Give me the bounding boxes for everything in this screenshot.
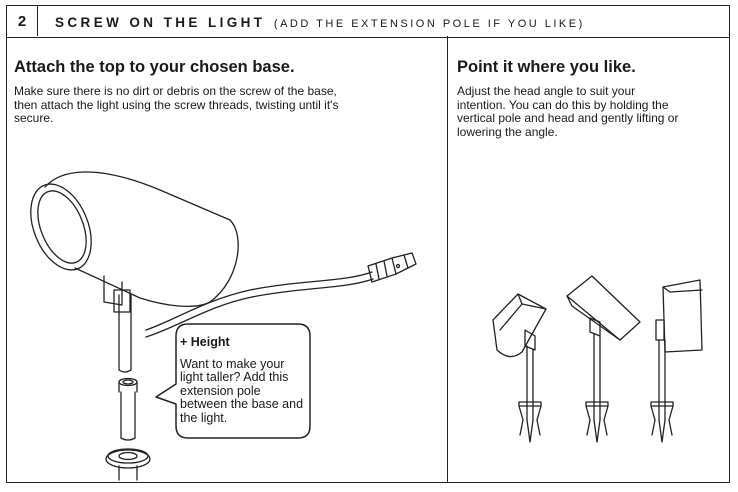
angle-position-3-illustration (650, 279, 703, 443)
instruction-frame: 2 SCREW ON THE LIGHT (ADD THE EXTENSION … (6, 5, 730, 483)
attach-description: Make sure there is no dirt or debris on … (14, 84, 339, 125)
cable-connector-icon (367, 252, 417, 283)
height-callout-body: Want to make your light taller? Add this… (180, 356, 304, 425)
height-callout: + Height Want to make your light taller?… (180, 335, 305, 426)
height-callout-title: + Height (180, 335, 230, 349)
attach-heading: Attach the top to your chosen base. (14, 58, 295, 76)
step-header: 2 SCREW ON THE LIGHT (ADD THE EXTENSION … (7, 6, 729, 38)
step-title-subtitle: (ADD THE EXTENSION POLE IF YOU LIKE) (273, 18, 585, 30)
point-description: Adjust the head angle to suit your inten… (457, 84, 679, 139)
angle-position-1-illustration (492, 293, 547, 443)
step-number: 2 (7, 6, 38, 36)
step-title-main: SCREW ON THE LIGHT (55, 15, 266, 30)
extension-pole-illustration (118, 377, 138, 441)
angle-position-2-illustration (566, 275, 641, 443)
spotlight-illustration (30, 171, 417, 373)
step-title: SCREW ON THE LIGHT (ADD THE EXTENSION PO… (55, 14, 585, 32)
point-heading: Point it where you like. (457, 58, 636, 76)
panel-divider (447, 36, 448, 482)
ground-base-illustration (105, 448, 151, 481)
height-callout-bubble (155, 323, 311, 439)
